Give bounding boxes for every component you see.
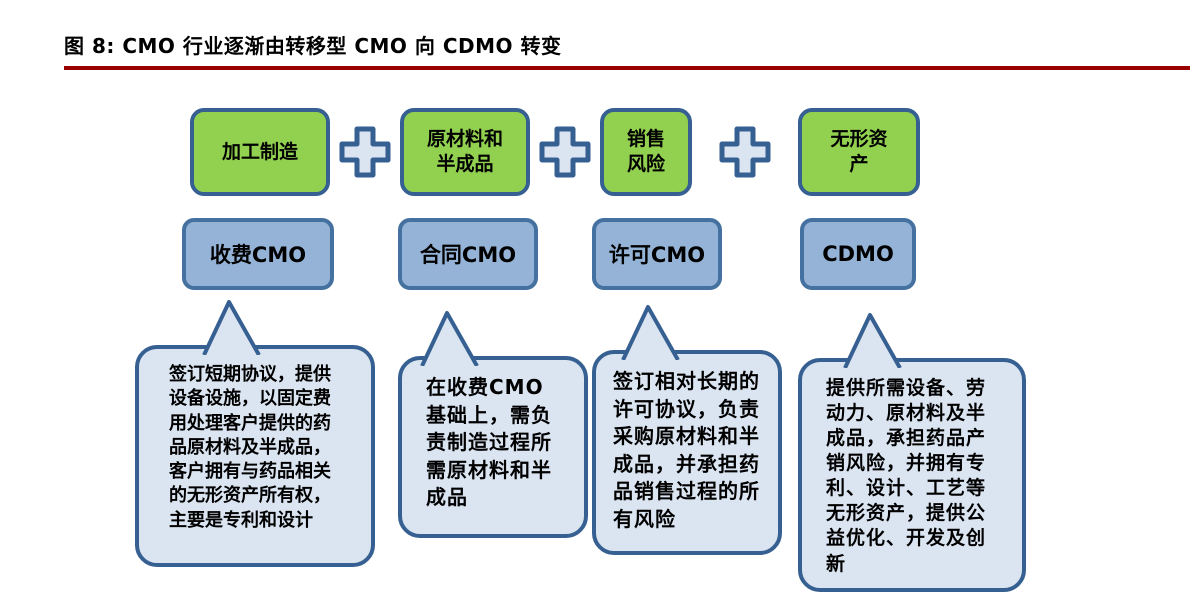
title-underline xyxy=(64,66,1190,70)
input-box-processing: 加工制造 xyxy=(190,108,330,196)
callout-tail xyxy=(621,305,680,360)
callout-text: 在收费CMO基础上，需负责制造过程所需原材料和半成品 xyxy=(426,375,552,510)
input-box-intangible-assets: 无形资产 xyxy=(798,108,920,196)
plus-icon xyxy=(339,126,391,178)
model-box-fee-cmo: 收费CMO xyxy=(182,218,334,290)
callout-fee-cmo: 签订短期协议，提供设备设施，以固定费用处理客户提供的药品原材料及半成品，客户拥有… xyxy=(135,300,375,567)
input-box-label: 无形资产 xyxy=(830,128,888,175)
model-box-cdmo: CDMO xyxy=(800,218,916,290)
input-box-label: 原材料和半成品 xyxy=(426,128,503,175)
callout-contract-cmo: 在收费CMO基础上，需负责制造过程所需原材料和半成品 xyxy=(398,311,588,538)
callout-text: 提供所需设备、劳动力、原材料及半成品，承担药品产销风险，并拥有专利、设计、工艺等… xyxy=(826,377,987,575)
input-box-label: 销售风险 xyxy=(626,128,665,175)
input-box-raw-materials: 原材料和半成品 xyxy=(400,108,530,196)
callout-tail xyxy=(420,311,479,366)
model-box-label: 许可CMO xyxy=(608,243,706,267)
input-box-sales-risk: 销售风险 xyxy=(600,108,692,196)
input-box-label: 加工制造 xyxy=(221,140,298,163)
model-box-license-cmo: 许可CMO xyxy=(592,218,722,290)
plus-icon xyxy=(539,126,591,178)
model-box-label: CDMO xyxy=(822,242,894,266)
model-box-contract-cmo: 合同CMO xyxy=(398,218,538,290)
callout-text: 签订相对长期的许可协议，负责采购原材料和半成品，并承担药品销售过程的所有风险 xyxy=(613,369,760,531)
model-box-label: 合同CMO xyxy=(419,243,517,267)
callout-tail xyxy=(202,300,261,355)
plus-icon xyxy=(719,126,771,178)
callout-license-cmo: 签订相对长期的许可协议，负责采购原材料和半成品，并承担药品销售过程的所有风险 xyxy=(592,305,782,555)
callout-text: 签订短期协议，提供设备设施，以固定费用处理客户提供的药品原材料及半成品，客户拥有… xyxy=(169,364,331,531)
figure-title: 图 8: CMO 行业逐渐由转移型 CMO 向 CDMO 转变 xyxy=(64,34,562,58)
callout-cdmo: 提供所需设备、劳动力、原材料及半成品，承担药品产销风险，并拥有专利、设计、工艺等… xyxy=(798,313,1026,592)
model-box-label: 收费CMO xyxy=(209,243,307,267)
callout-tail xyxy=(843,313,902,368)
